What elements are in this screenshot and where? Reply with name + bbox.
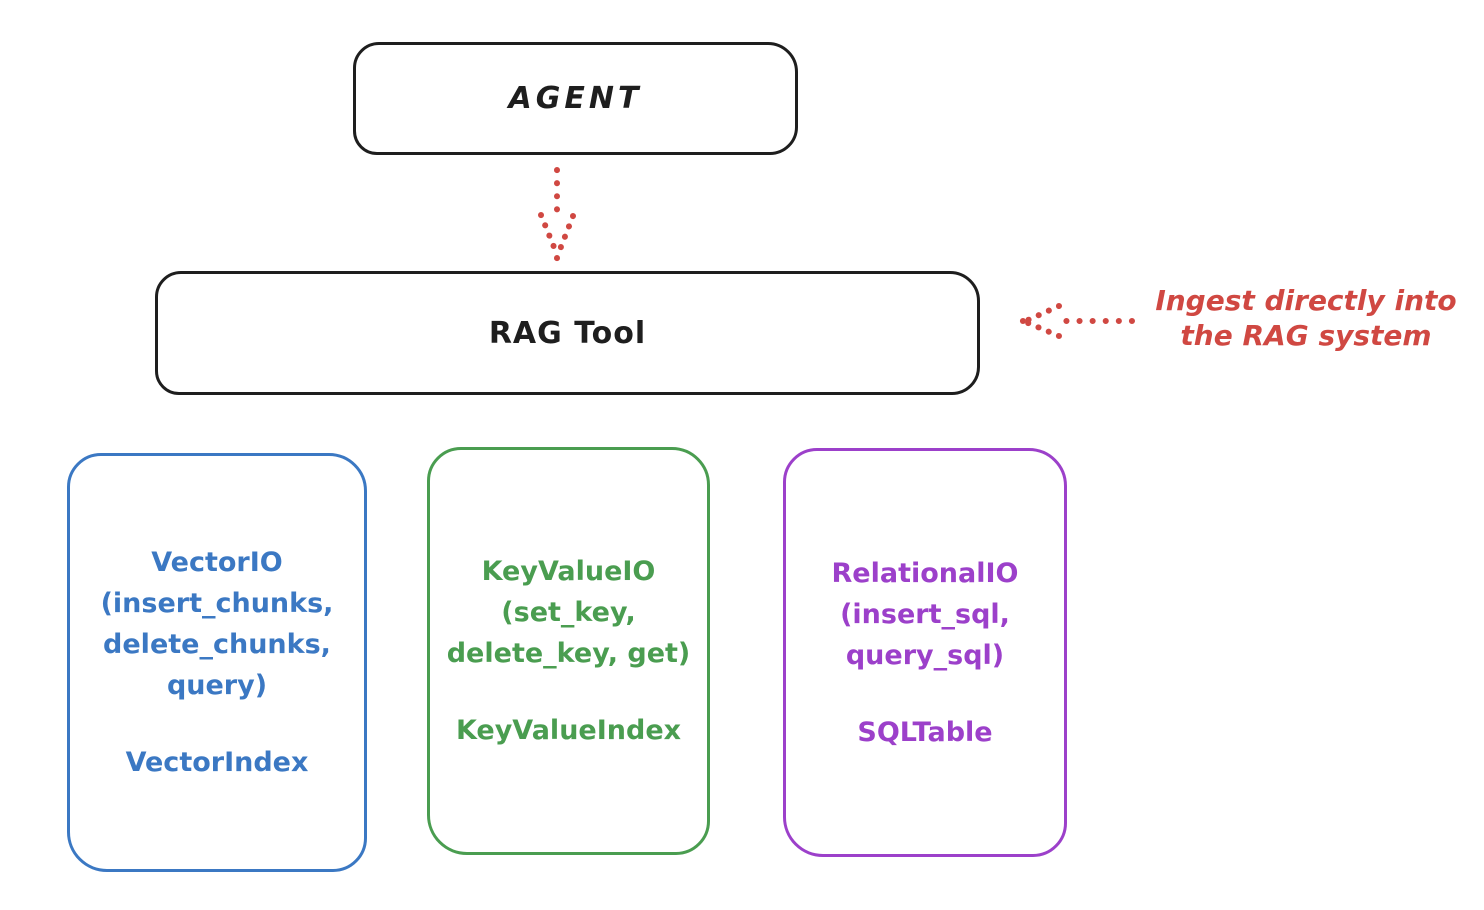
vector-io-box: VectorIO (insert_chunks, delete_chunks, … xyxy=(67,453,367,872)
agent-label: AGENT xyxy=(508,81,643,116)
vector-io-line: delete_chunks, xyxy=(103,629,331,660)
vector-io-line: query) xyxy=(166,670,268,701)
ingest-annotation-line2: the RAG system xyxy=(1180,319,1432,352)
annotation-to-ragtool-arrow xyxy=(1019,303,1135,339)
ingest-annotation-line1: Ingest directly into xyxy=(1155,284,1457,317)
agent-to-ragtool-arrow xyxy=(538,167,576,262)
keyvalue-io-line: delete_key, get) xyxy=(446,638,691,669)
vector-io-line: VectorIO xyxy=(151,547,283,578)
agent-box: AGENT xyxy=(353,42,798,155)
vector-index-label: VectorIndex xyxy=(125,747,309,778)
keyvalue-io-line: (set_key, xyxy=(501,597,636,628)
rag-tool-label: RAG Tool xyxy=(488,315,647,351)
relational-io-box: RelationalIO (insert_sql, query_sql) SQL… xyxy=(783,448,1067,857)
relational-io-line: query_sql) xyxy=(845,639,1005,671)
sql-table-label: SQLTable xyxy=(857,716,993,748)
keyvalue-io-line: KeyValueIO xyxy=(481,556,656,587)
rag-tool-box: RAG Tool xyxy=(155,271,980,395)
relational-io-line: (insert_sql, xyxy=(840,598,1010,630)
ingest-annotation: Ingest directly into the RAG system xyxy=(1138,283,1474,353)
relational-io-line: RelationalIO xyxy=(831,557,1019,589)
keyvalue-index-label: KeyValueIndex xyxy=(455,715,682,746)
vector-io-line: (insert_chunks, xyxy=(100,588,334,619)
keyvalue-io-box: KeyValueIO (set_key, delete_key, get) Ke… xyxy=(427,447,710,855)
